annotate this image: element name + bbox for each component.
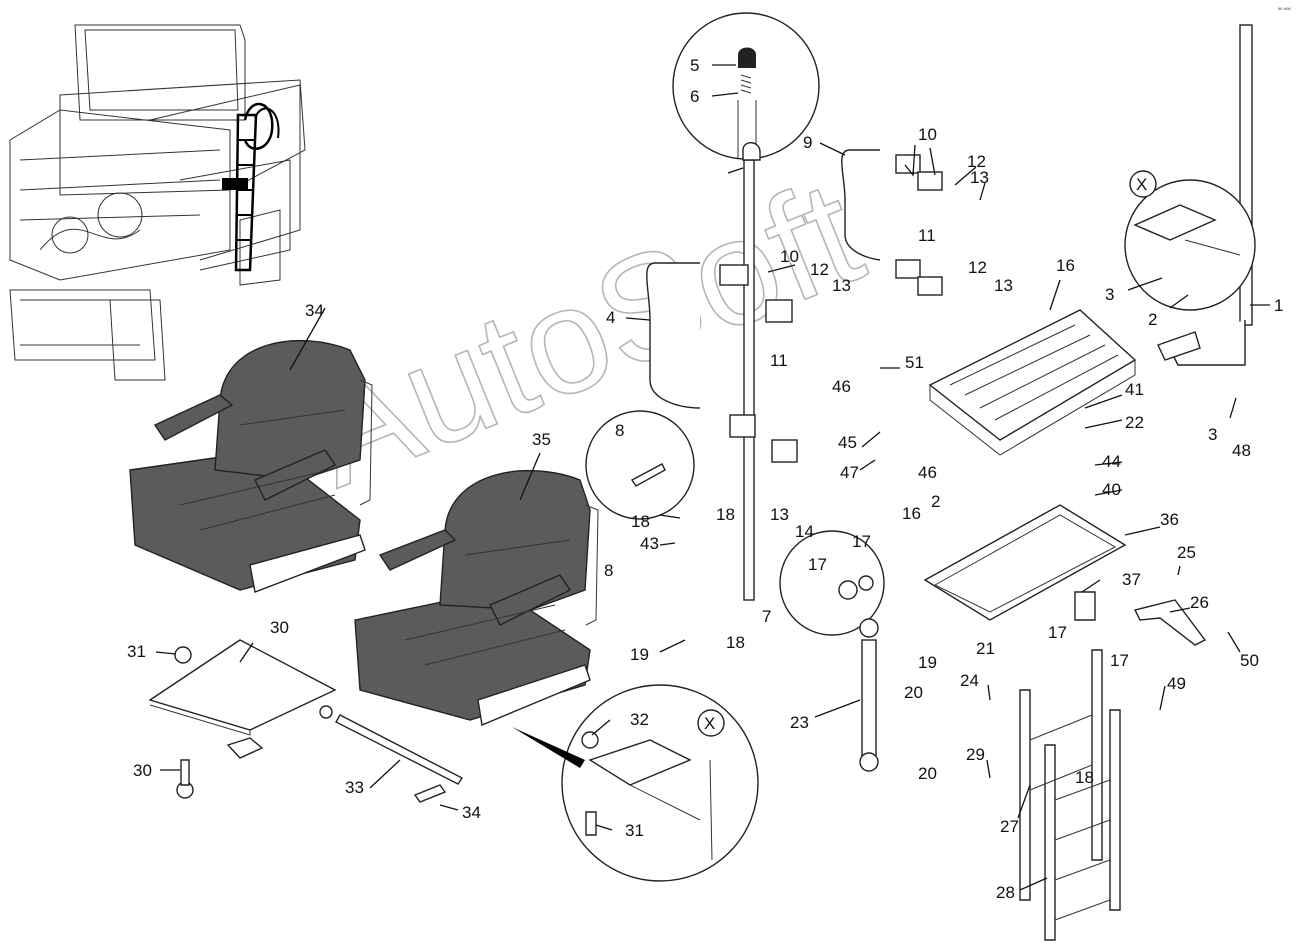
callout: 23 xyxy=(790,713,809,732)
callout: 31 xyxy=(127,642,146,661)
callout: 25 xyxy=(1177,543,1196,562)
callout: 31 xyxy=(625,821,644,840)
callout: 46 xyxy=(832,377,851,396)
callout: 9 xyxy=(803,133,812,152)
callout: 5 xyxy=(690,56,699,75)
callout: 30 xyxy=(270,618,289,637)
callout: 12 xyxy=(810,260,829,279)
callout: 1 xyxy=(1274,296,1283,315)
callout: 7 xyxy=(762,607,771,626)
callout: 18 xyxy=(1075,768,1094,787)
callout: 47 xyxy=(840,463,859,482)
callout: 43 xyxy=(640,534,659,553)
detail-x-top: X xyxy=(1124,170,1256,311)
callout: 17 xyxy=(1048,623,1067,642)
callout: 37 xyxy=(1122,570,1141,589)
callout: 16 xyxy=(902,504,921,523)
machine-overview xyxy=(9,24,306,381)
callout: 45 xyxy=(838,433,857,452)
callout: 13 xyxy=(970,168,989,187)
platform xyxy=(928,309,1137,456)
seat-center xyxy=(354,469,599,726)
callout: 34 xyxy=(462,803,481,822)
callout: 10 xyxy=(918,125,937,144)
callout: 4 xyxy=(606,308,615,327)
callout: 13 xyxy=(994,276,1013,295)
detail-pointer-bottom xyxy=(512,727,585,768)
callout: 18 xyxy=(726,633,745,652)
detail-x-bottom: X xyxy=(561,684,759,882)
callout: 20 xyxy=(904,683,923,702)
frame-and-ladder xyxy=(859,504,1207,941)
callout: 18 xyxy=(631,512,650,531)
callout: 40 xyxy=(1102,480,1121,499)
callout: 21 xyxy=(976,639,995,658)
callout: 8 xyxy=(604,561,613,580)
callout: 3 xyxy=(1105,285,1114,304)
callout: 48 xyxy=(1232,441,1251,460)
detail-circle-17 xyxy=(779,530,885,636)
callout: 18 xyxy=(716,505,735,524)
callout: 41 xyxy=(1125,380,1144,399)
callout: 6 xyxy=(690,87,699,106)
detail-circle-8 xyxy=(585,410,695,520)
callout: 10 xyxy=(780,247,799,266)
callout: 49 xyxy=(1167,674,1186,693)
callout: 24 xyxy=(960,671,979,690)
corner-code: ºº ººº xyxy=(1278,7,1291,14)
detail-cap xyxy=(672,12,820,160)
seat-base-plate xyxy=(148,639,464,803)
callout: 11 xyxy=(918,226,936,245)
callout: 14 xyxy=(795,522,814,541)
leader-lines xyxy=(155,64,1270,891)
callout: 34 xyxy=(305,301,324,320)
callout: 8 xyxy=(615,421,624,440)
callout: 28 xyxy=(996,883,1015,902)
callout: 2 xyxy=(931,492,940,511)
callout: 44 xyxy=(1102,452,1121,471)
callout: 16 xyxy=(1056,256,1075,275)
callout: 17 xyxy=(808,555,827,574)
callout: 2 xyxy=(1148,310,1157,329)
callout: 50 xyxy=(1240,651,1259,670)
detail-mark-x-top: X xyxy=(1136,175,1147,194)
callout: 11 xyxy=(770,351,788,370)
callout: 17 xyxy=(1110,651,1129,670)
callout: 22 xyxy=(1125,413,1144,432)
callout: 12 xyxy=(967,152,986,171)
callout: 13 xyxy=(770,505,789,524)
callout: 36 xyxy=(1160,510,1179,529)
callout: 46 xyxy=(918,463,937,482)
callout: 19 xyxy=(918,653,937,672)
callout: 19 xyxy=(630,645,649,664)
callout: 17 xyxy=(852,532,871,551)
callout: 30 xyxy=(133,761,152,780)
callout: 13 xyxy=(832,276,851,295)
callout: 20 xyxy=(918,764,937,783)
seat-left xyxy=(129,339,373,593)
callout: 29 xyxy=(966,745,985,764)
callout: 51 xyxy=(905,353,924,372)
callout: 32 xyxy=(630,710,649,729)
callout: 26 xyxy=(1190,593,1209,612)
callout: 12 xyxy=(968,258,987,277)
callout: 33 xyxy=(345,778,364,797)
callout: 27 xyxy=(1000,817,1019,836)
detail-mark-x-bottom: X xyxy=(704,714,715,733)
callout: 35 xyxy=(532,430,551,449)
callout-labels: 1 2 2 3 3 4 5 6 7 8 8 9 10 10 11 11 12 1… xyxy=(127,56,1283,902)
callout: 3 xyxy=(1208,425,1217,444)
